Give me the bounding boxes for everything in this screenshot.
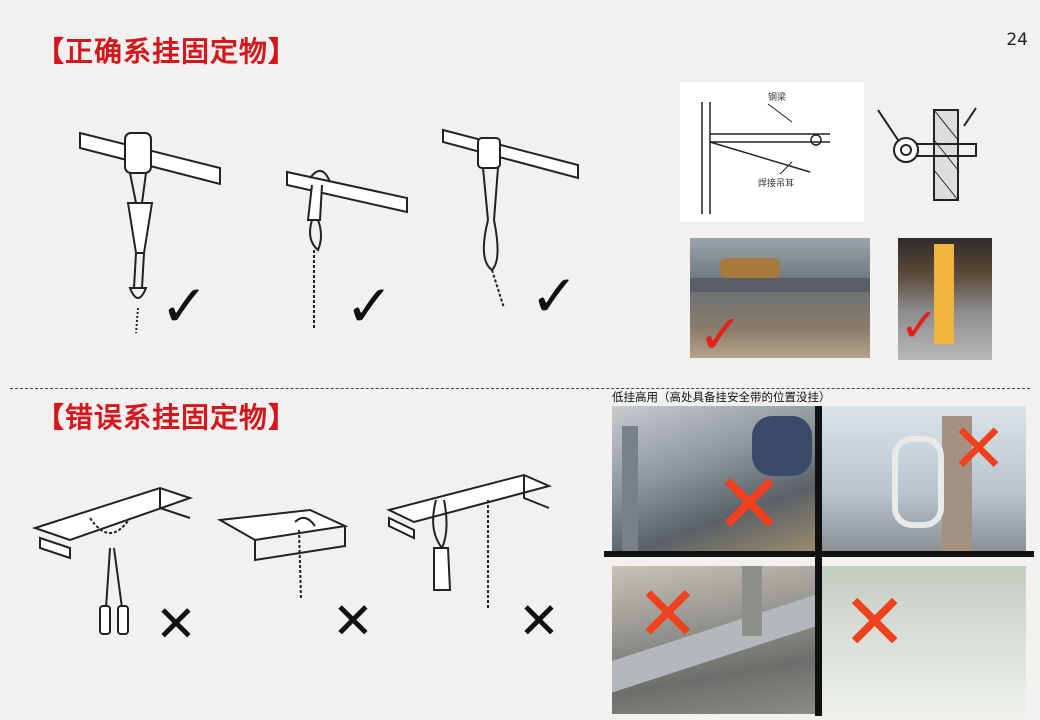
check-mark-icon: ✓ — [160, 272, 209, 340]
check-mark-icon: ✓ — [698, 303, 744, 359]
bolted-lug-drawing — [877, 107, 977, 201]
photo-grid-divider-horizontal — [604, 551, 1034, 557]
correct-photo-strap: ✓ — [898, 238, 992, 360]
check-mark-icon: ✓ — [345, 272, 394, 340]
correct-photo-shackle: ✓ — [690, 238, 870, 358]
lug-label: 焊接吊耳 — [758, 177, 794, 189]
wrong-anchor-heading: 【错误系挂固定物】 — [36, 401, 298, 434]
correct-sketch-1 — [79, 131, 221, 334]
wrong-sketch-1 — [31, 486, 194, 635]
wrong-photo-hook-on-pipe: ✕ — [822, 406, 1026, 551]
wrong-sketch-2 — [216, 508, 349, 599]
wrong-photo-sharp-edge: ✕ — [612, 566, 815, 714]
cross-mark-icon: ✕ — [950, 410, 1007, 489]
wrong-sketch-3 — [386, 473, 553, 610]
cross-mark-icon: ✕ — [842, 578, 908, 668]
cross-mark-icon: ✕ — [636, 569, 700, 658]
cross-mark-icon: ✕ — [714, 455, 785, 551]
correct-sketch-2 — [286, 170, 408, 330]
section-divider — [10, 388, 1030, 389]
cross-mark-icon: ✕ — [332, 592, 374, 650]
wrong-photo-low-hook: ✕ — [612, 406, 815, 551]
cross-mark-icon: ✕ — [155, 595, 197, 653]
check-mark-icon: ✓ — [900, 298, 939, 352]
beam-lug-drawing: 钢梁 焊接吊耳 — [680, 82, 864, 222]
correct-anchor-heading: 【正确系挂固定物】 — [36, 35, 298, 68]
correct-sketch-3 — [442, 128, 579, 309]
photo-grid-divider-vertical — [815, 406, 822, 716]
cross-mark-icon: ✕ — [518, 592, 560, 650]
page-number: 24 — [1006, 30, 1028, 50]
photo-caption: 低挂高用（高处具备挂安全带的位置没挂） — [612, 389, 831, 405]
beam-label: 钢梁 — [768, 91, 786, 103]
wrong-photo-blurred: ✕ — [822, 566, 1026, 714]
check-mark-icon: ✓ — [530, 262, 579, 330]
